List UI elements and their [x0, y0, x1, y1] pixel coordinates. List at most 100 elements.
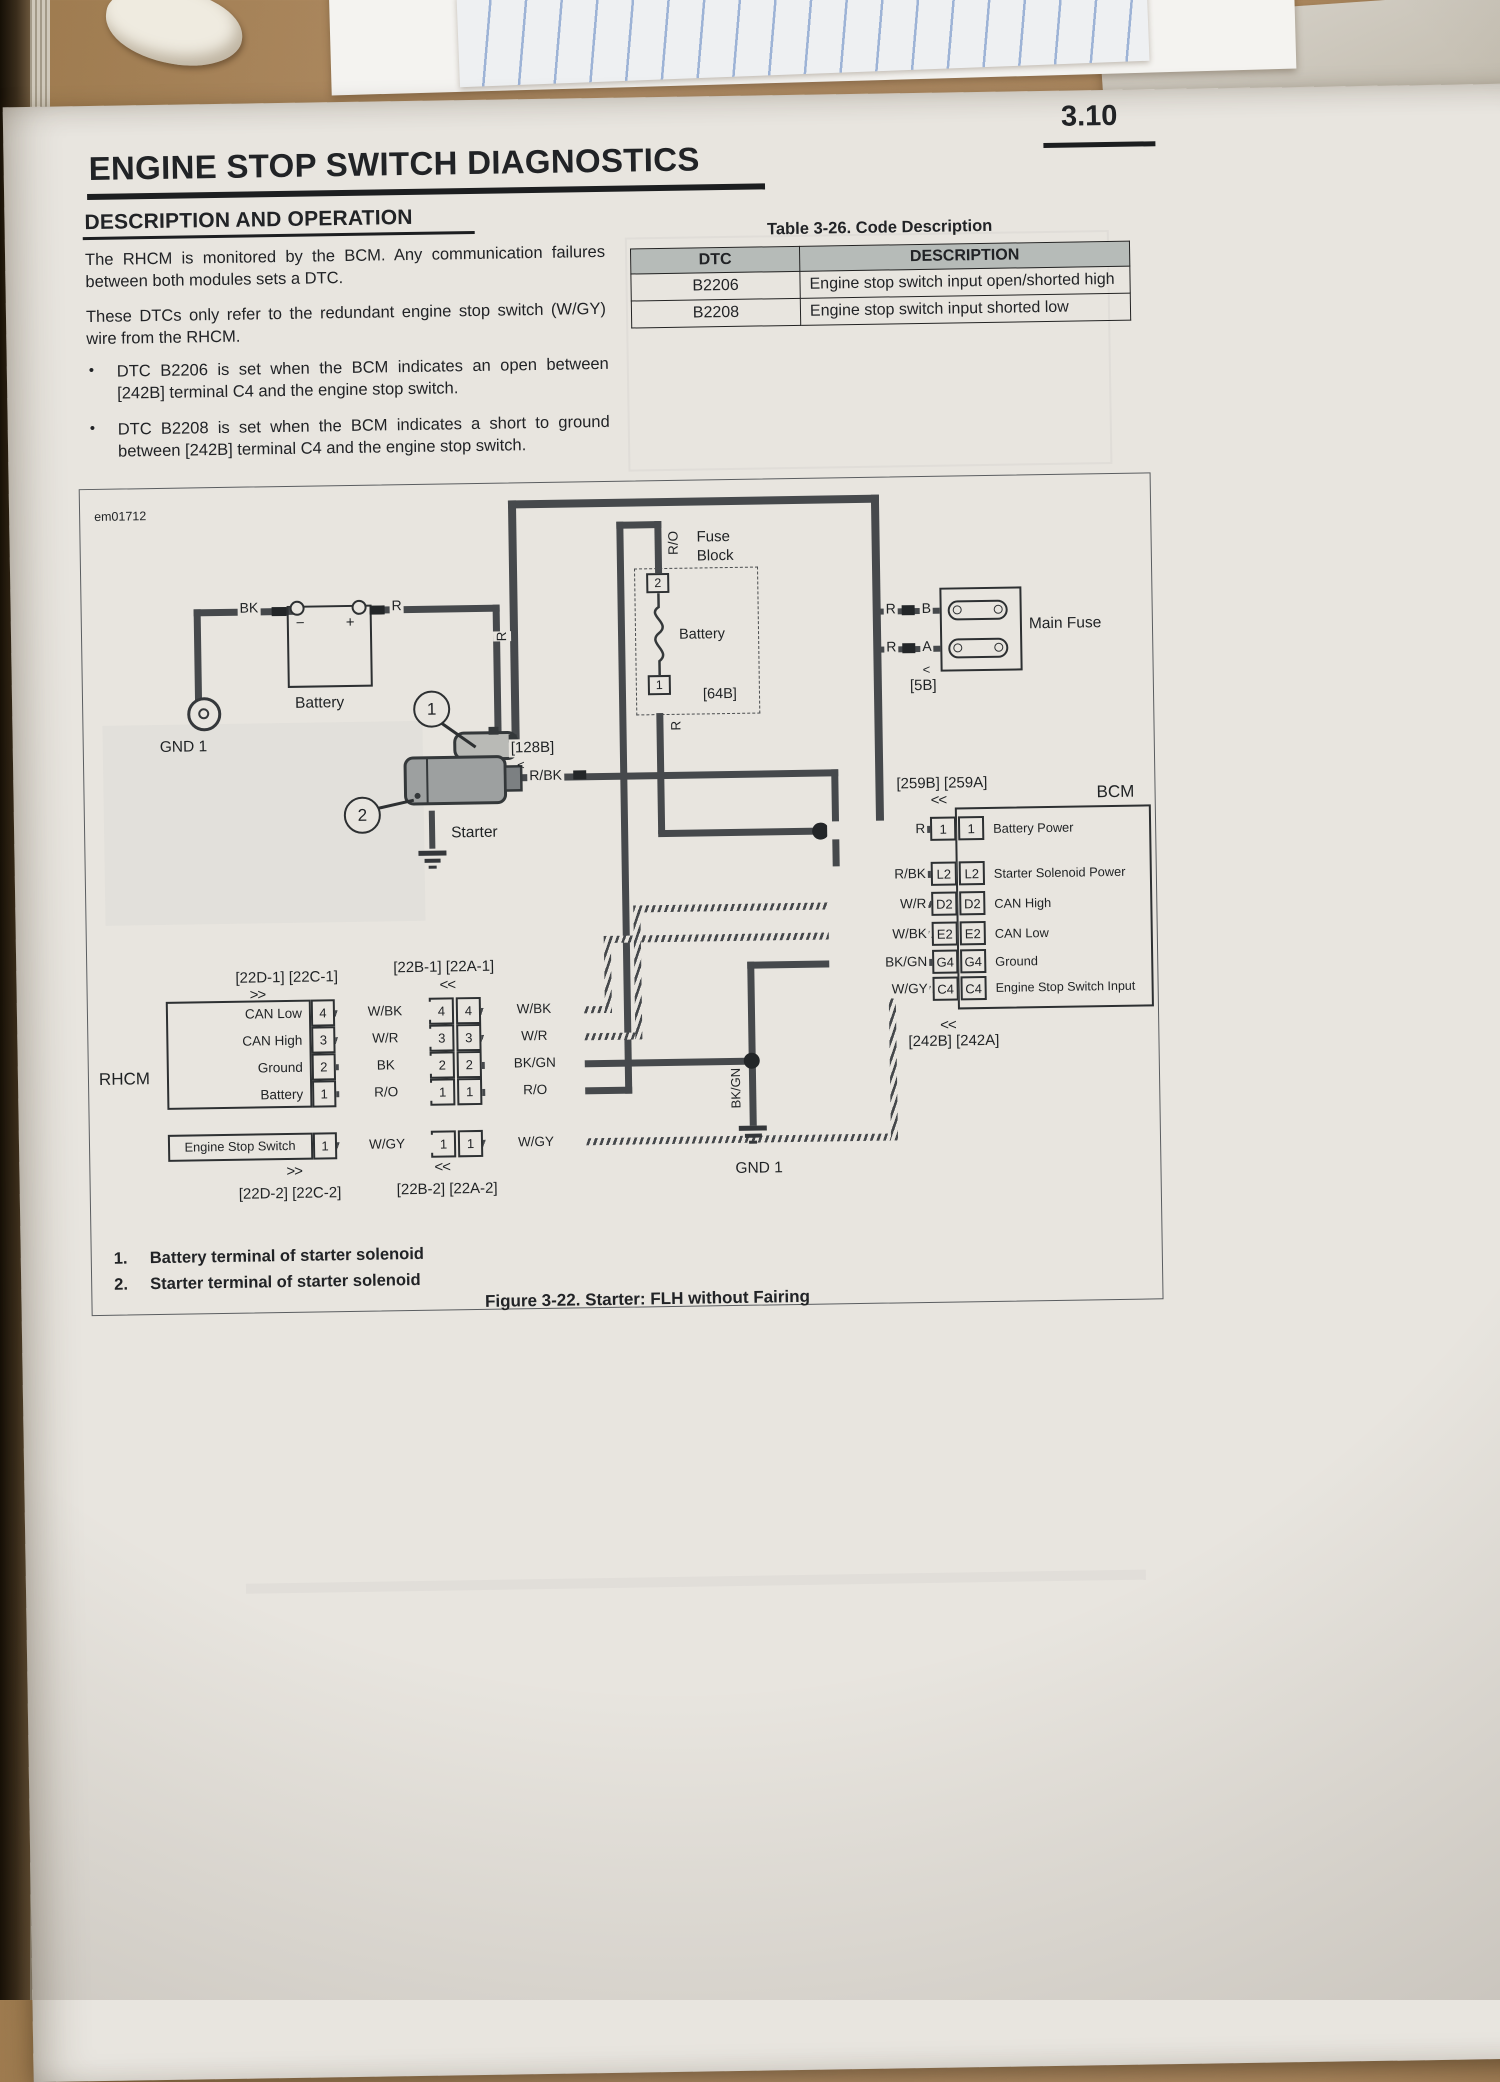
- rhcm-label: RHCM: [98, 1069, 151, 1089]
- connector-arrows: <<: [439, 976, 456, 994]
- dtc-cell: B2206: [630, 271, 801, 301]
- fuse-block-fuse-name: Battery: [678, 626, 726, 643]
- bkgn-riser-wire: [747, 961, 756, 1062]
- wire-stub: [573, 770, 587, 780]
- starter-ground-wire: [428, 810, 436, 849]
- main-fuse-label: Main Fuse: [1028, 614, 1102, 633]
- starter-ground-icon: [428, 865, 437, 869]
- rhcm-pin-name: CAN High: [242, 1032, 303, 1049]
- connector-pin: 2: [429, 1051, 455, 1079]
- rhcm-pin-number: 4: [310, 999, 336, 1027]
- connector-label: [22D-2] [22C-2]: [238, 1184, 342, 1203]
- wire-label: BK: [338, 1055, 433, 1076]
- battery-label: Battery: [294, 694, 345, 712]
- rhcm-pin-name: Battery: [260, 1086, 304, 1103]
- bcm-pin-a: L2: [930, 861, 958, 886]
- connector-arrows: <<: [930, 791, 947, 809]
- engine-stop-switch-label: Engine Stop Switch: [184, 1137, 296, 1155]
- ground-1-label: GND 1: [735, 1159, 783, 1177]
- starter-ground-icon: [424, 858, 441, 863]
- bcm-pin-name: CAN Low: [994, 925, 1049, 941]
- connector-tick: <: [922, 661, 931, 677]
- fuse-symbol-icon: [653, 593, 665, 678]
- bcm-pin-b: L2: [958, 861, 986, 886]
- ground-symbol-icon: [738, 1125, 767, 1131]
- connector-arrows: >>: [249, 986, 266, 1004]
- ring-terminal-hole: [198, 708, 210, 720]
- starter-ground-icon: [418, 850, 447, 856]
- connector-label: [22B-2] [22A-2]: [396, 1179, 498, 1199]
- wire-label: BK/GN: [484, 1053, 585, 1073]
- bkgn-to-ground-wire: [748, 1061, 757, 1126]
- main-fuse-pin-b-label: B: [919, 598, 934, 618]
- description-cell: Engine stop switch input shorted low: [800, 293, 1131, 326]
- bcm-wire-label: R/BK: [827, 864, 928, 885]
- wire-label: R/O: [339, 1082, 434, 1103]
- connector-arrows: >>: [286, 1162, 303, 1181]
- bcm-wire-label: R: [827, 819, 928, 840]
- wire-label: W/BK: [483, 999, 585, 1019]
- bcm-connector-top-label: [259B] [259A]: [896, 773, 988, 793]
- battery-pos-wire-label: R: [389, 596, 404, 615]
- bcm-connector-bottom-label: [242B] [242A]: [908, 1031, 1000, 1051]
- wire-label: W/GY: [485, 1132, 587, 1152]
- fuse-block-title-1: Fuse: [696, 527, 731, 546]
- rhcm-pin-number: 2: [311, 1053, 337, 1081]
- note-text: Starter terminal of starter solenoid: [150, 1270, 421, 1294]
- wire-label: W/R: [484, 1026, 585, 1046]
- can-high-riser-wire: [633, 905, 643, 1040]
- main-fuse-a-wire-label: R: [884, 637, 899, 656]
- dtc-cell: B2208: [631, 298, 801, 328]
- wire-label: W/GY: [339, 1134, 435, 1155]
- connector-pin: 1: [456, 1077, 483, 1106]
- starter-motor-icon: [403, 726, 523, 806]
- fuse-block-connector-label: [64B]: [702, 685, 737, 703]
- main-fuse-pin-a-label: A: [920, 636, 934, 656]
- connector-arrows: <<: [940, 1016, 956, 1034]
- connector-pin: 1: [429, 1078, 456, 1106]
- bkgn-vertical-wire-label: BK/GN: [726, 1067, 746, 1109]
- main-fuse-b-wire-label: R: [883, 599, 898, 618]
- connector-arrows: <<: [434, 1158, 451, 1176]
- feed-wire-label: R: [492, 631, 512, 642]
- rhcm-pin-number: 1: [312, 1080, 337, 1108]
- wire-stub: [271, 606, 287, 617]
- bullet-marker: •: [88, 361, 95, 380]
- bcm-pin-a: D2: [931, 891, 958, 916]
- paragraph: The RHCM is monitored by the BCM. Any co…: [84, 242, 606, 292]
- rhcm-pin-name: Ground: [257, 1059, 303, 1076]
- fuse-terminal-circle: [993, 604, 1003, 614]
- connector-tick: <: [516, 757, 525, 773]
- main-power-bus-wire: [507, 494, 880, 509]
- table-caption: Table 3-26. Code Description: [766, 216, 993, 239]
- note-text: Battery terminal of starter solenoid: [149, 1244, 425, 1268]
- ground-symbol-icon: [749, 1140, 758, 1144]
- bleed-through-ghost: [245, 1569, 1146, 1594]
- wiring-diagram: em01712: [78, 472, 1164, 1317]
- connector-label: [22B-1] [22A-1]: [393, 957, 495, 977]
- fuse-block-title-2: Block: [696, 546, 734, 565]
- wgy-riser-wire: [888, 986, 899, 1141]
- bcm-wire-label: BK/GN: [829, 952, 930, 973]
- bcm-pin-b: D2: [959, 891, 986, 916]
- page-number: 3.10: [1060, 99, 1118, 133]
- rhcm-pin-number: 1: [312, 1132, 338, 1160]
- bullet-item: DTC B2208 is set when the BCM indicates …: [117, 412, 610, 462]
- fuse-terminal-circle: [953, 643, 963, 653]
- bcm-pin-a: G4: [932, 949, 959, 974]
- bcm-label: BCM: [1096, 781, 1135, 802]
- section-heading: DESCRIPTION AND OPERATION: [84, 205, 413, 235]
- ro-into-fuse-wire: [654, 521, 663, 576]
- note-number: 2.: [114, 1275, 129, 1294]
- wire-stub: [902, 643, 916, 654]
- starter-connector-label: [128B]: [508, 738, 557, 758]
- wire-label: R/O: [485, 1080, 586, 1100]
- bullet-item: DTC B2206 is set when the BCM indicates …: [116, 354, 609, 404]
- paragraph: These DTCs only refer to the redundant e…: [85, 299, 607, 349]
- bcm-pin-a: E2: [931, 921, 958, 946]
- col-header-dtc: DTC: [630, 246, 800, 275]
- page-number-rule: [1043, 141, 1156, 149]
- connector-pin: 1: [430, 1130, 457, 1158]
- bcm-pin-name: Battery Power: [993, 819, 1074, 836]
